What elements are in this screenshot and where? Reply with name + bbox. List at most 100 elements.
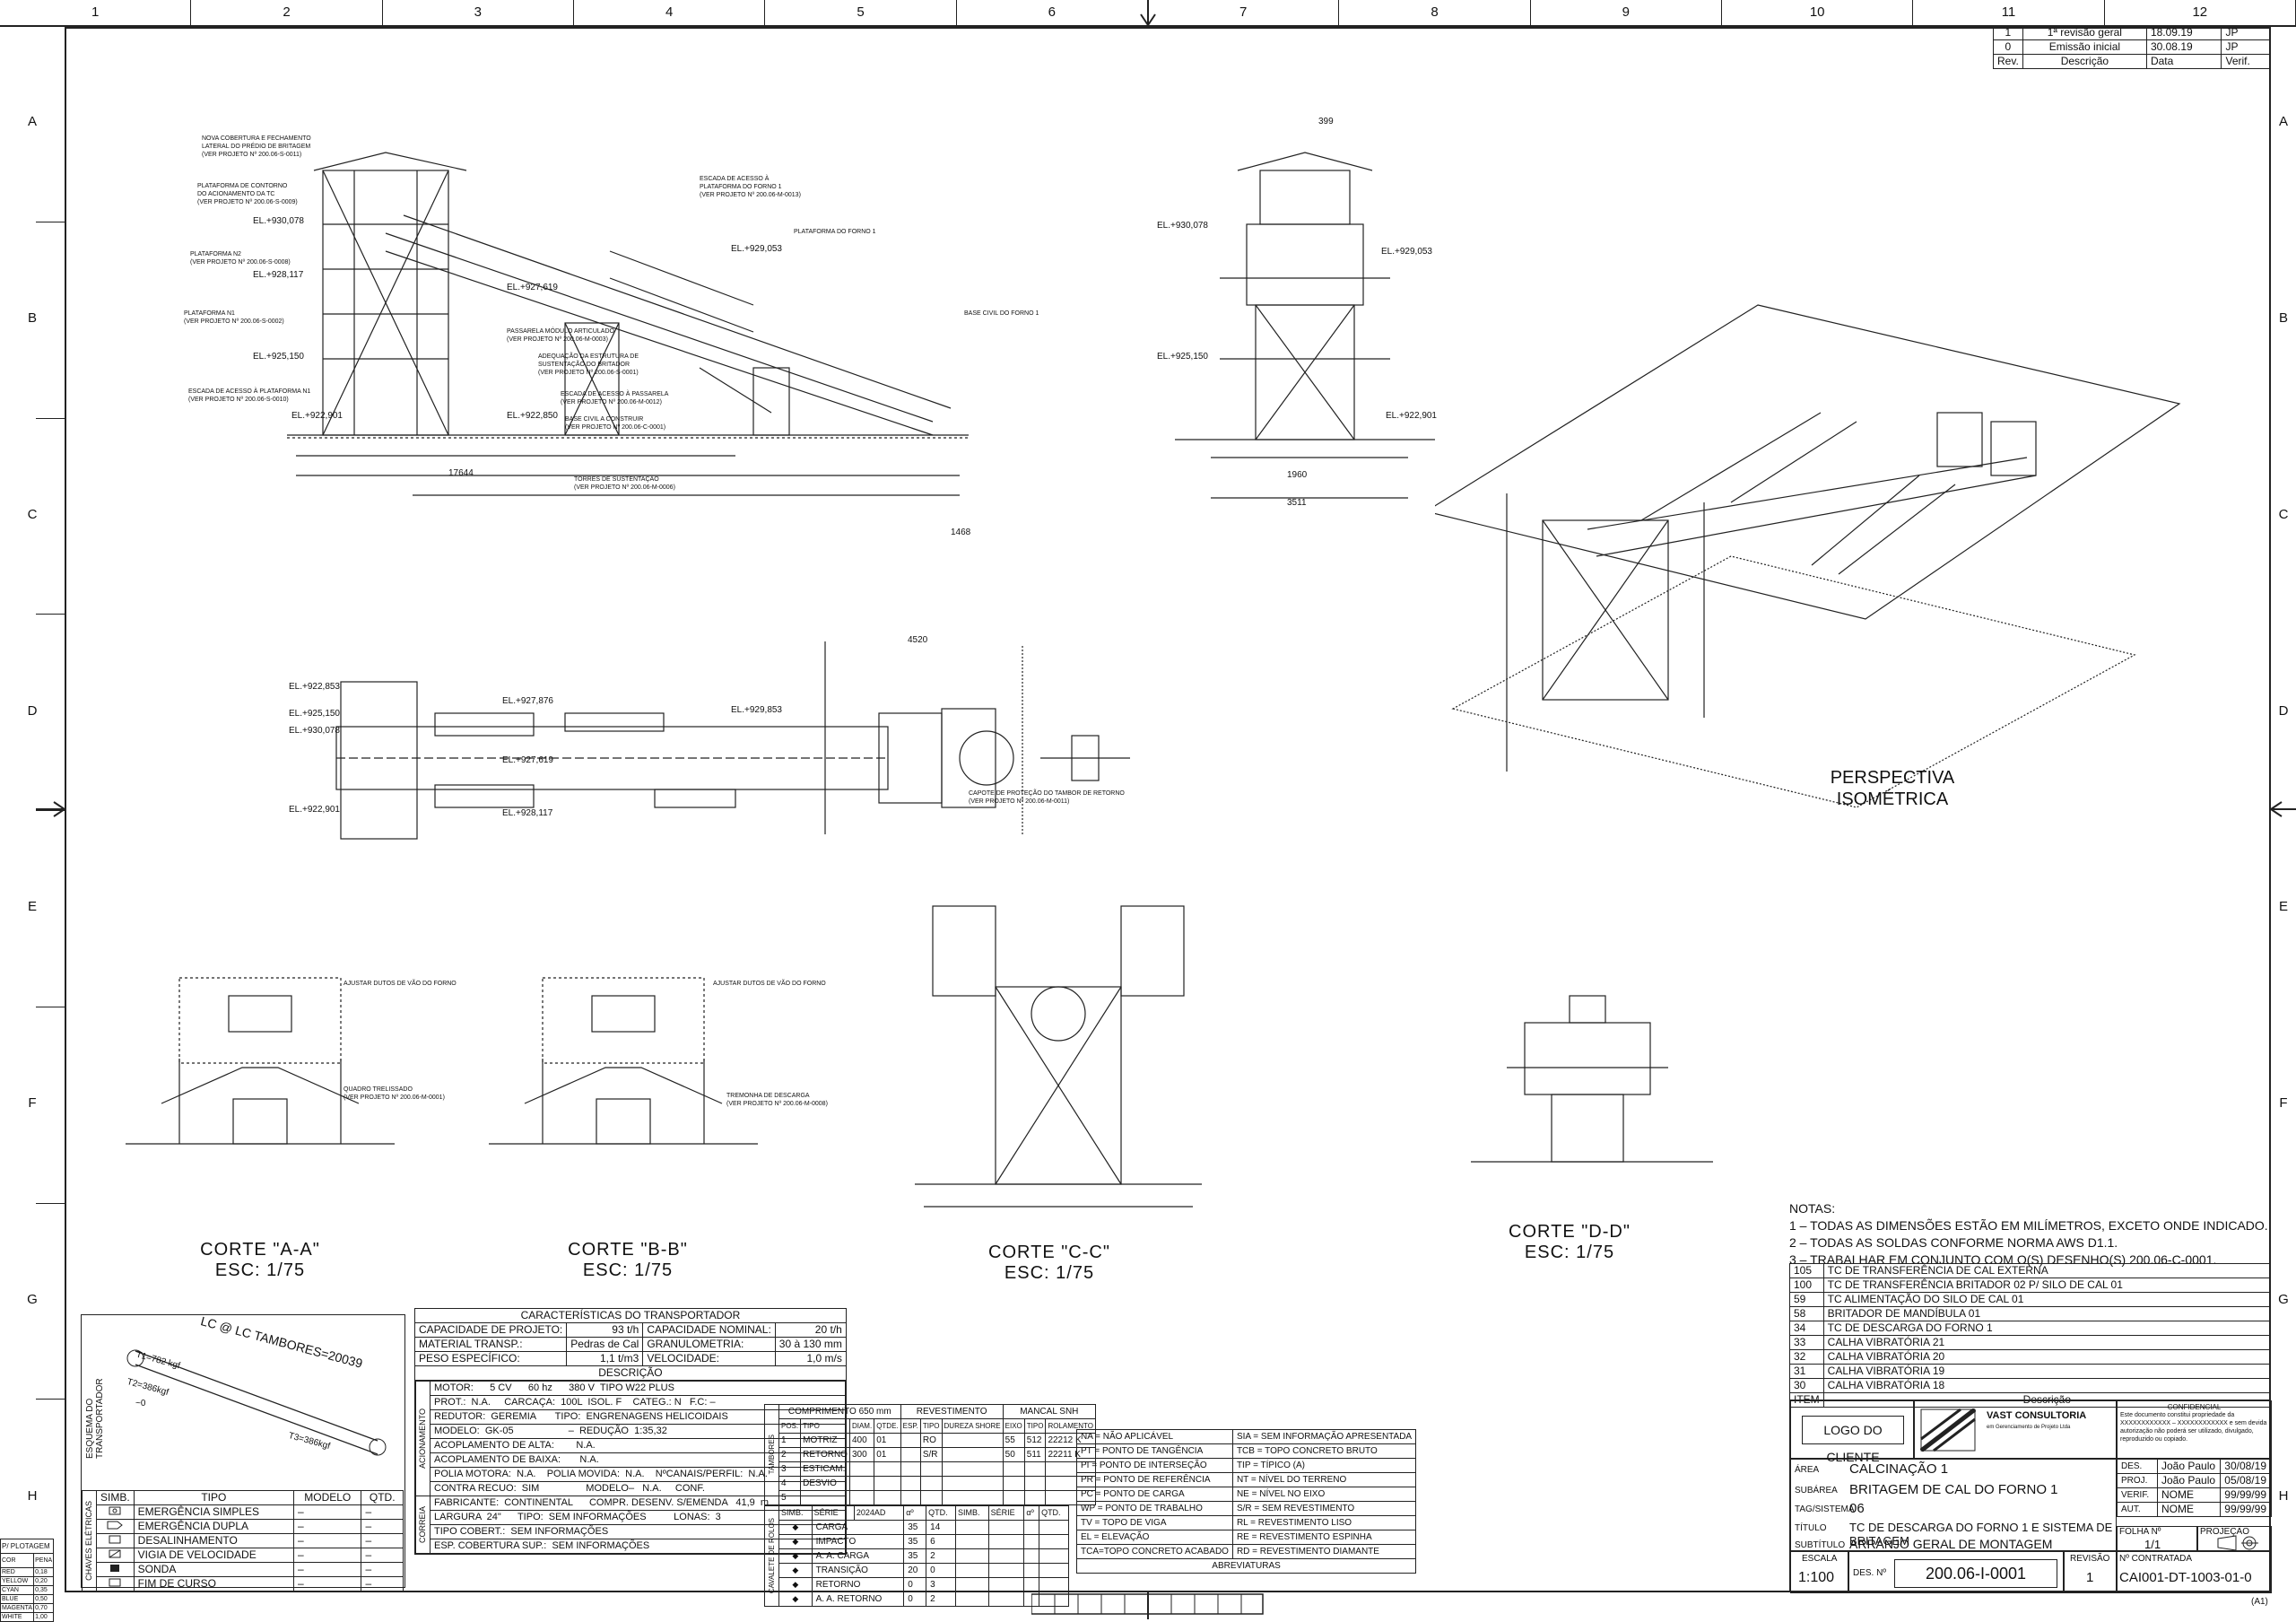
safety-row: EMERGÊNCIA DUPLA–– bbox=[83, 1519, 404, 1534]
rev-desc: Emissão inicial bbox=[2022, 39, 2147, 55]
note-item: 2 – TODAS AS SOLDAS CONFORME NORMA AWS D… bbox=[1789, 1235, 2118, 1250]
callout-escada-n1: ESCADA DE ACESSO À PLATAFORMA N1 (VER PR… bbox=[188, 388, 311, 403]
plot-pen: 0,70 bbox=[33, 1603, 55, 1613]
abbreviation-left: PI = PONTO DE INTERSEÇÃO bbox=[1076, 1458, 1233, 1473]
callout-plataforma-contorno: PLATAFORMA DE CONTORNO DO ACIONAMENTO DA… bbox=[197, 183, 298, 205]
rev-header: Descrição bbox=[2022, 54, 2147, 69]
dim-dd-top: 399 bbox=[1318, 117, 1334, 126]
drums-bearing: MANCAL SNH bbox=[1002, 1404, 1096, 1419]
acionamento-row: ACOPLAMENTO DE BAIXA: N.A. bbox=[430, 1452, 846, 1468]
drum-cell bbox=[1023, 1476, 1047, 1491]
elevation-label: EL.+922,853 bbox=[289, 682, 340, 692]
plot-color: BLUE bbox=[0, 1594, 35, 1604]
schema-label: ESQUEMA DO TRANSPORTADOR bbox=[85, 1378, 105, 1459]
drum-cell bbox=[900, 1433, 921, 1448]
row-letter: A bbox=[2278, 114, 2288, 130]
signature-date: 30/08/19 bbox=[2220, 1459, 2272, 1474]
drum-col-head: ESP. bbox=[900, 1418, 921, 1434]
idler-col-head: 2024AD bbox=[853, 1505, 905, 1521]
drum-cell bbox=[941, 1433, 1004, 1448]
row-letter: E bbox=[2278, 899, 2288, 915]
safety-qty: – bbox=[361, 1519, 404, 1534]
plot-color: MAGENTA bbox=[0, 1603, 35, 1613]
plot-color: YELLOW bbox=[0, 1576, 35, 1586]
drum-cell bbox=[1023, 1490, 1047, 1505]
row-divider bbox=[36, 614, 65, 615]
signature-name: NOME bbox=[2156, 1487, 2222, 1503]
abbreviation-left: NA = NÃO APLICÁVEL bbox=[1076, 1429, 1233, 1444]
column-number: 10 bbox=[1722, 0, 1914, 25]
plot-color: CYAN bbox=[0, 1585, 35, 1595]
item-number: 30 bbox=[1789, 1378, 1824, 1393]
row-letter: B bbox=[27, 310, 37, 327]
safety-model: – bbox=[293, 1519, 362, 1534]
elevation-label: EL.+929,053 bbox=[1381, 247, 1432, 257]
confidential-title: CONFIDENCIAL bbox=[2167, 1403, 2222, 1411]
drum-cell bbox=[1023, 1461, 1047, 1477]
idler-type: A. A. RETORNO bbox=[811, 1591, 905, 1607]
callout-escada-passarela: ESCADA DE ACESSO À PASSARELA (VER PROJET… bbox=[561, 391, 669, 406]
safety-type: FIM DE CURSO bbox=[133, 1576, 295, 1591]
abbreviation-right: RD = REVESTIMENTO DIAMANTE bbox=[1231, 1544, 1417, 1559]
plot-header: COR bbox=[0, 1553, 35, 1568]
item-desc: CALHA VIBRATÓRIA 19 bbox=[1822, 1364, 2272, 1379]
row-letter: D bbox=[2278, 702, 2289, 719]
safety-type: VIGIA DE VELOCIDADE bbox=[133, 1548, 295, 1563]
safety-model: – bbox=[293, 1504, 362, 1520]
plot-color: WHITE bbox=[0, 1612, 35, 1622]
rev-verif: JP bbox=[2221, 39, 2271, 55]
column-number: 7 bbox=[1148, 0, 1340, 25]
column-number: 2 bbox=[191, 0, 383, 25]
safety-side-label: CHAVES ELÉTRICAS bbox=[84, 1501, 93, 1581]
folha-label: FOLHA Nº bbox=[2119, 1527, 2161, 1537]
idler-col-head: αº bbox=[1023, 1505, 1040, 1521]
area-label: ÁREA bbox=[1795, 1465, 1820, 1475]
conveyor-cell: 1,1 t/m3 bbox=[566, 1351, 644, 1366]
conveyor-cell: VELOCIDADE: bbox=[642, 1351, 776, 1366]
escala-label: ESCALA bbox=[1802, 1554, 1838, 1564]
abbreviation-right: RL = REVESTIMENTO LISO bbox=[1231, 1515, 1417, 1530]
column-number: 3 bbox=[383, 0, 574, 25]
idler-qty: 3 bbox=[926, 1577, 957, 1592]
folha-cell: FOLHA Nº 1/1 bbox=[2117, 1526, 2197, 1551]
drum-cell: 511 bbox=[1023, 1447, 1047, 1462]
abbreviation-right: RE = REVESTIMENTO ESPINHA bbox=[1231, 1530, 1417, 1545]
idler-type: TRANSIÇÃO bbox=[811, 1563, 905, 1578]
plot-pen: 0,20 bbox=[33, 1576, 55, 1586]
contratada-value: CAI001-DT-1003-01-0 bbox=[2119, 1570, 2252, 1585]
drum-cell: 300 bbox=[848, 1447, 875, 1462]
folha-value: 1/1 bbox=[2144, 1538, 2161, 1551]
plot-pen: 0,35 bbox=[33, 1585, 55, 1595]
column-number: 9 bbox=[1531, 0, 1722, 25]
abbreviation-right: NT = NÍVEL DO TERRENO bbox=[1231, 1472, 1417, 1487]
drum-cell: S/R bbox=[919, 1447, 943, 1462]
rev-desc: 1ª revisão geral bbox=[2022, 25, 2147, 40]
signature-name: João Paulo bbox=[2156, 1459, 2222, 1474]
abbreviation-left: EL = ELEVAÇÃO bbox=[1076, 1530, 1233, 1545]
callout-tremonha: TREMONHA DE DESCARGA (VER PROJETO Nº 200… bbox=[726, 1093, 828, 1107]
idler-col-head: QTD. bbox=[1039, 1505, 1069, 1521]
center-right-arrow-icon bbox=[2269, 801, 2296, 817]
row-letter: F bbox=[28, 1095, 37, 1112]
section-a-drawing bbox=[126, 977, 395, 1145]
plot-header: PENA bbox=[33, 1553, 55, 1568]
drum-cell: MOTRIZ bbox=[800, 1433, 850, 1448]
drum-cell bbox=[848, 1490, 875, 1505]
revisao-cell: REVISÃO 1 bbox=[2064, 1551, 2117, 1593]
callout-nova-cobertura: NOVA COBERTURA E FECHAMENTO LATERAL DO P… bbox=[202, 135, 311, 158]
acionamento-row: MOTOR: 5 CV 60 hz 380 V TIPO W22 PLUS bbox=[430, 1381, 846, 1396]
drum-row: 5 bbox=[765, 1490, 1096, 1505]
